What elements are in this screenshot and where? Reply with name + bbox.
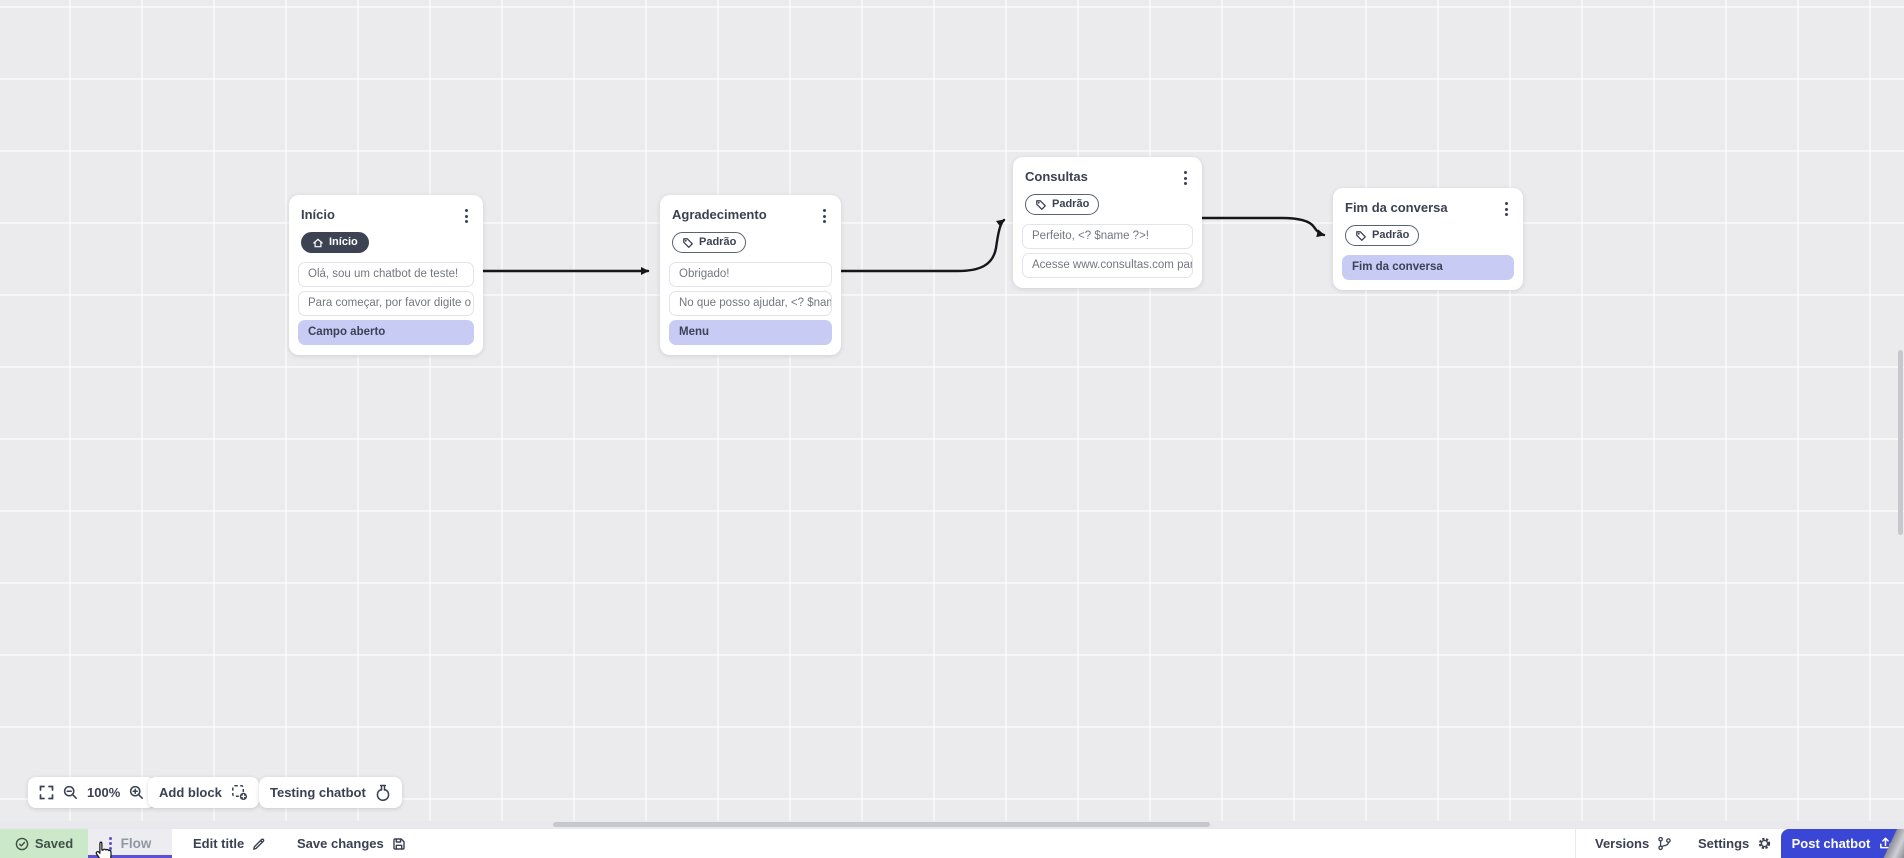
action-block[interactable]: Fim da conversa [1342, 254, 1514, 280]
message-bubble[interactable]: Obrigado! [669, 261, 832, 287]
tag-icon [1036, 199, 1046, 210]
screen-corner-wedge [1872, 829, 1904, 858]
flow-canvas[interactable]: Início Início Olá, sou um chatbot de tes… [0, 0, 1904, 828]
flow-node-inicio[interactable]: Início Início Olá, sou um chatbot de tes… [289, 195, 483, 355]
connection-agradecimento-consultas [839, 218, 1006, 273]
statusbar-divider [1575, 829, 1576, 858]
horizontal-scrollbar-thumb[interactable] [553, 822, 1210, 827]
settings-button[interactable]: Settings [1698, 829, 1772, 858]
message-bubble[interactable]: Acesse www.consultas.com par... [1022, 252, 1193, 278]
zoom-out-icon [63, 785, 77, 799]
tab-flow[interactable]: Flow [88, 829, 172, 858]
git-branch-icon [1658, 836, 1671, 851]
node-type-badge: Padrão [1345, 225, 1420, 246]
node-menu-kebab-icon[interactable] [460, 207, 473, 225]
zoom-controls: 100% [28, 777, 156, 808]
post-chatbot-button[interactable]: Post chatbot [1781, 829, 1904, 858]
message-bubble[interactable]: Olá, sou um chatbot de teste! [298, 261, 474, 287]
node-title: Início [301, 207, 335, 222]
flow-menu-kebab-icon[interactable] [108, 837, 112, 850]
action-block[interactable]: Campo aberto [298, 319, 474, 345]
saved-status-badge: Saved [0, 829, 88, 858]
node-menu-kebab-icon[interactable] [1179, 169, 1192, 187]
zoom-in-icon [130, 785, 144, 799]
flow-node-fim-da-conversa[interactable]: Fim da conversa Padrão Fim da conversa [1333, 188, 1523, 290]
node-type-badge: Padrão [672, 232, 747, 253]
fullscreen-icon [39, 785, 54, 800]
add-block-icon [231, 785, 247, 800]
message-bubble[interactable]: Perfeito, <? $name ?>! [1022, 223, 1193, 249]
testing-chatbot-button[interactable]: Testing chatbot [259, 777, 402, 808]
node-menu-kebab-icon[interactable] [818, 207, 831, 225]
message-bubble[interactable]: Para começar, por favor digite o ... [298, 290, 474, 316]
status-bar: Saved Flow Edit title Save changes Versi… [0, 828, 1904, 858]
flow-node-consultas[interactable]: Consultas Padrão Perfeito, <? $name ?>! … [1013, 157, 1202, 288]
edit-title-button[interactable]: Edit title [193, 829, 266, 858]
flow-connections [481, 216, 1326, 275]
node-title: Agradecimento [672, 207, 767, 222]
node-type-badge: Início [301, 232, 369, 253]
fit-screen-button[interactable] [39, 785, 54, 800]
zoom-level-value: 100% [87, 785, 121, 800]
vertical-scrollbar-thumb[interactable] [1898, 350, 1903, 535]
gear-icon [1759, 837, 1771, 850]
node-type-badge: Padrão [1025, 194, 1100, 215]
message-bubble[interactable]: No que posso ajudar, <? $name ... [669, 290, 832, 316]
node-title: Consultas [1025, 169, 1088, 184]
versions-button[interactable]: Versions [1595, 829, 1672, 858]
tag-icon [1356, 230, 1366, 241]
active-tab-underline [88, 855, 172, 858]
node-title: Fim da conversa [1345, 200, 1448, 215]
node-menu-kebab-icon[interactable] [1500, 200, 1513, 218]
action-block[interactable]: Menu [669, 319, 832, 345]
tag-icon [683, 237, 693, 248]
connection-consultas-fim [1200, 216, 1326, 238]
zoom-out-button[interactable] [63, 785, 78, 800]
flask-icon [376, 784, 390, 801]
pencil-icon [253, 837, 265, 850]
save-icon [393, 837, 405, 850]
home-icon [313, 238, 323, 247]
flow-node-agradecimento[interactable]: Agradecimento Padrão Obrigado! No que po… [660, 195, 841, 355]
check-circle-icon [15, 837, 29, 850]
add-block-button[interactable]: Add block [148, 777, 259, 808]
zoom-in-button[interactable] [129, 785, 144, 800]
save-changes-button[interactable]: Save changes [297, 829, 406, 858]
